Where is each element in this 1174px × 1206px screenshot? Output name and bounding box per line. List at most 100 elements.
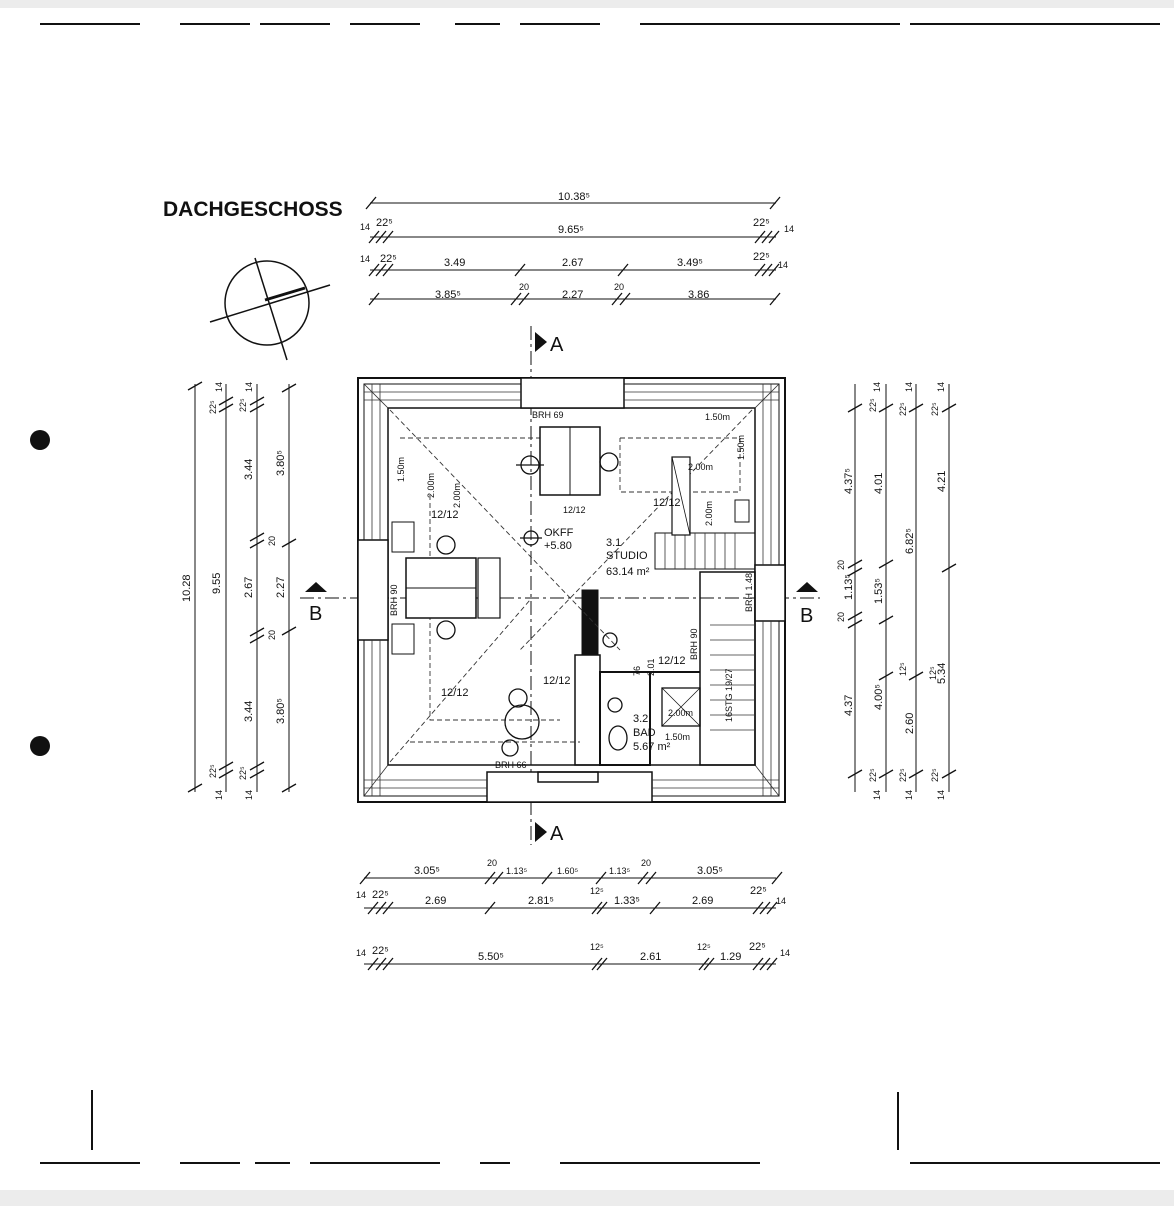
right-dimension-chain: [847, 384, 957, 792]
top-dimension-chain: 10.38⁵ 14 22⁵ 9.65⁵ 22⁵ 14 14 22⁵ 3.49 2…: [360, 191, 794, 306]
dim-right-c1-b: 20: [836, 560, 846, 570]
dim-bottom-r2-a: 14: [356, 890, 366, 900]
skylight-label-lower-left: 12/12: [441, 687, 469, 699]
section-a-bottom-marker: A: [535, 822, 564, 845]
studio-area: 63.14 m²: [606, 566, 650, 578]
svg-text:A: A: [550, 823, 564, 845]
bad-number: 3.2: [633, 713, 648, 725]
dim-right-c2-a: 4.01: [873, 473, 885, 494]
drawing-title: DACHGESCHOSS: [163, 198, 343, 221]
skylight-label-stair: 12/12: [658, 655, 686, 667]
height-label-e: 1.50m: [396, 457, 406, 482]
dim-bottom-r1-b: 20: [487, 858, 497, 868]
skylight-label-center: 12/12: [543, 675, 571, 687]
dim-right-c2-i: 14: [904, 790, 914, 800]
dim-bottom-r2-f: 1.33⁵: [614, 895, 640, 907]
stair-label: 16STG 19/27: [724, 668, 734, 722]
dim-bottom-r3-e: 2.61: [640, 951, 661, 963]
svg-text:B: B: [309, 603, 322, 625]
dim-left-c4-c: 3.80⁵: [275, 698, 287, 724]
dim-right-c2-d: 2.60: [904, 713, 916, 734]
dim-left-overall: 10.28: [181, 574, 193, 602]
height-label-i: 2.00m: [704, 501, 714, 526]
dim-bottom-r2-b: 22⁵: [372, 889, 389, 901]
dim-bottom-r2-d: 2.81⁵: [528, 895, 554, 907]
dim-right-c1-h: 14: [872, 382, 882, 392]
dim-right-c1-e: 4.37: [843, 695, 855, 716]
dim-bottom-r2-g: 2.69: [692, 895, 713, 907]
dim-bottom-r3-g: 1.29: [720, 951, 741, 963]
dim-bottom-r1-a: 3.05⁵: [414, 865, 440, 877]
dim-top-r4-a: 3.85⁵: [435, 289, 461, 301]
dim-left-c2-d: 14: [214, 382, 224, 392]
brh-top-label: BRH 69: [532, 410, 564, 420]
bad-area: 5.67 m²: [633, 741, 671, 753]
dim-top-r3-d: 2.67: [562, 257, 583, 269]
height-label-a: 1.50m: [705, 412, 730, 422]
dim-right-c3-f: 22⁵: [930, 768, 940, 782]
dim-top-r4-b: 20: [519, 282, 529, 292]
room-labels: OKFF +5.80 3.1 STUDIO 63.14 m² 3.2 BAD 5…: [389, 410, 754, 770]
dim-right-c3-d: 12⁵: [928, 666, 938, 680]
bathroom-fixtures: [501, 632, 701, 757]
section-a-top-marker: A: [535, 332, 564, 356]
brh-mid-label: BRH 90: [689, 628, 699, 660]
right-dimension-labels: 4.37⁵ 20 1.13⁵ 20 4.37 22⁵ 22⁵ 14 14 4.0…: [836, 382, 948, 800]
dim-bottom-r1-g: 3.05⁵: [697, 865, 723, 877]
dim-top-overall: 10.38⁵: [558, 191, 590, 203]
punch-hole-top: [30, 430, 50, 450]
dim-bottom-r3-a: 14: [356, 948, 366, 958]
dim-right-c3-h: 14: [936, 790, 946, 800]
dim-top-r2-c: 9.65⁵: [558, 224, 584, 236]
section-b-right-marker: B: [796, 582, 818, 627]
brh-right-label: BRH 1.48: [744, 573, 754, 612]
dim-top-r3-c: 3.49: [444, 257, 465, 269]
dim-bottom-r1-e: 1.13⁵: [609, 866, 631, 876]
dim-left-c2-a: 9.55: [211, 573, 223, 594]
okff-label: OKFF: [544, 527, 574, 539]
dim-top-r2-e: 14: [784, 224, 794, 234]
height-label-b: 1.50m: [665, 732, 690, 742]
dim-left-c3-c: 3.44: [243, 701, 255, 722]
dim-top-r2-a: 14: [360, 222, 370, 232]
north-arrow-icon: [209, 257, 331, 361]
bottom-dimension-chain: 3.05⁵ 20 1.13⁵ 1.60⁵ 1.13⁵ 20 3.05⁵ 14 2…: [356, 858, 790, 971]
dim-right-c3-a: 6.82⁵: [904, 528, 916, 554]
skylight-label-left: 12/12: [431, 509, 459, 521]
dim-bottom-r1-d: 1.60⁵: [557, 866, 579, 876]
height-label-g: 2.00m: [426, 473, 436, 498]
dim-bottom-r3-d: 12⁵: [590, 942, 604, 952]
dim-right-c3-e: 22⁵: [930, 402, 940, 416]
dim-right-c1-c: 1.13⁵: [843, 574, 855, 600]
dim-bottom-r2-h: 22⁵: [750, 885, 767, 897]
section-b-left-marker: B: [305, 582, 327, 625]
dim-right-c2-b: 1.53⁵: [873, 578, 885, 604]
dim-bottom-r3-c: 5.50⁵: [478, 951, 504, 963]
studio-number: 3.1: [606, 537, 621, 549]
dim-right-c2-h: 14: [904, 382, 914, 392]
dim-top-r3-f: 22⁵: [753, 251, 770, 263]
dim-top-r4-d: 20: [614, 282, 624, 292]
punch-hole-bottom: [30, 736, 50, 756]
dim-left-c3-g: 22⁵: [238, 766, 248, 780]
dim-bottom-r2-e: 12⁵: [590, 886, 604, 896]
wall-label-201: 2.01: [646, 658, 656, 676]
interior-walls: [537, 532, 756, 783]
left-dimension-chain: [187, 381, 297, 793]
wall-label-76: 76: [632, 666, 642, 676]
dim-right-c3-g: 14: [936, 382, 946, 392]
dim-right-c1-g: 22⁵: [868, 768, 878, 782]
svg-text:A: A: [550, 334, 564, 356]
svg-text:B: B: [800, 605, 813, 627]
dim-left-c3-a: 3.44: [243, 459, 255, 480]
dim-left-c3-f: 22⁵: [238, 398, 248, 412]
dim-right-c1-f: 22⁵: [868, 398, 878, 412]
dim-bottom-r2-c: 2.69: [425, 895, 446, 907]
dim-top-r4-c: 2.27: [562, 289, 583, 301]
dim-left-c2-e: 14: [214, 790, 224, 800]
dim-bottom-r3-h: 22⁵: [749, 941, 766, 953]
height-label-c: 2.00m: [688, 462, 713, 472]
height-label-f: 1.50m: [736, 435, 746, 460]
dim-right-c3-c: 5.34: [936, 663, 948, 684]
